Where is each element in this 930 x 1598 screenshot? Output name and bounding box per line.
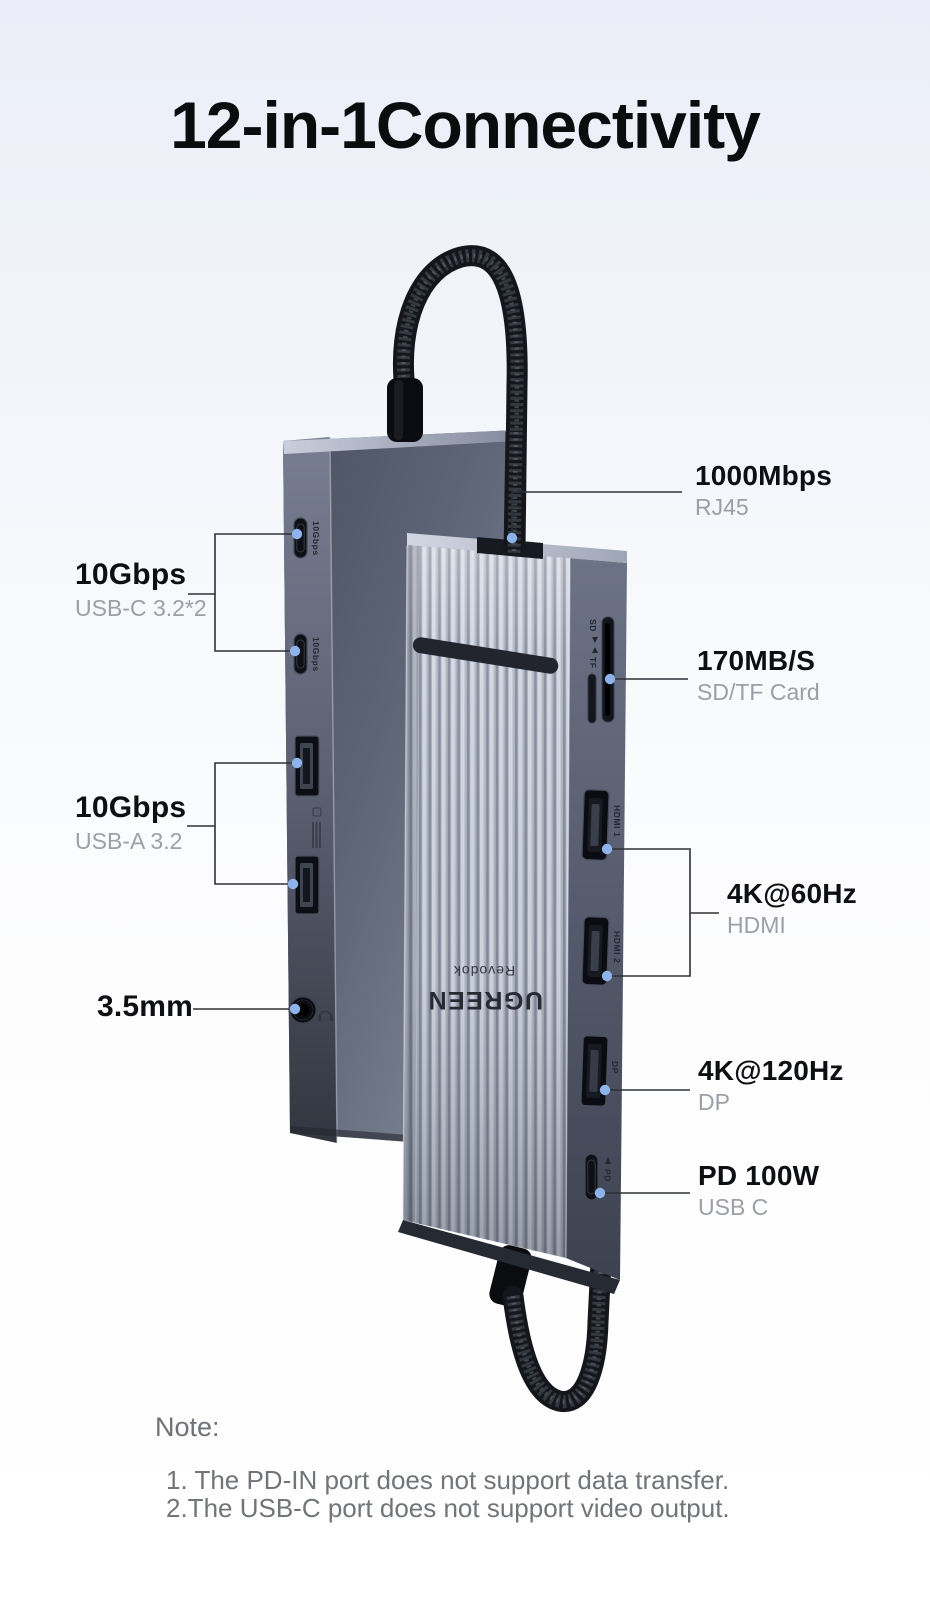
callout-usb-c-subtitle: USB-C 3.2*2	[75, 595, 207, 621]
callout-audio: 3.5mm	[97, 992, 193, 1022]
hub-front-device: Revodok UGREEN SD TF HD	[398, 533, 627, 1294]
leader-usb-c	[214, 533, 297, 652]
pd-arrow-icon	[605, 1157, 611, 1164]
callout-dp: 4K@120Hz DP	[698, 1057, 844, 1114]
callout-pd-subtitle: USB C	[698, 1194, 769, 1220]
usb-c-port-2: 10Gbps	[293, 633, 321, 675]
usb-a-port-2	[294, 855, 320, 915]
callout-rj45-title: 1000Mbps	[695, 460, 832, 491]
usb-cable-bottom	[489, 1245, 612, 1412]
hdmi-1-marking: HDMI 1	[612, 805, 622, 837]
brand-name: UGREEN	[427, 986, 543, 1014]
pd-marking: PD	[603, 1169, 613, 1182]
dot-card	[604, 673, 616, 685]
callout-usb-a: 10Gbps USB-A 3.2	[75, 793, 186, 853]
tf-arrow-icon	[592, 647, 598, 653]
dot-dp	[599, 1084, 611, 1096]
note-item-1: 1. The PD-IN port does not support data …	[166, 1465, 730, 1495]
callout-audio-title: 3.5mm	[97, 990, 194, 1023]
sd-card-slot: SD	[588, 616, 615, 723]
headphone-icon	[318, 1010, 333, 1021]
callout-hdmi-subtitle: HDMI	[727, 912, 786, 938]
dot-usb-a-2	[287, 878, 299, 890]
usb-c-1-marking: 10Gbps	[311, 521, 321, 556]
dot-hdmi-2	[601, 970, 613, 982]
callout-usb-a-title: 10Gbps	[75, 791, 187, 824]
dot-usb-a-1	[291, 757, 303, 769]
hdmi-port-1: HDMI 1	[581, 789, 622, 861]
usb-ss-marking	[312, 807, 322, 848]
dot-hdmi-1	[601, 843, 613, 855]
usb-a-port-1	[294, 735, 320, 797]
leader-usb-a	[214, 762, 297, 885]
tf-marking: TF	[588, 657, 598, 669]
leader-dots	[287, 528, 616, 1199]
hdmi-port-2: HDMI 2	[581, 916, 622, 986]
dot-pd	[594, 1187, 606, 1199]
dot-usb-c-2	[289, 645, 301, 657]
sd-arrow-icon	[592, 637, 598, 643]
dot-audio	[289, 1003, 301, 1015]
pd-port: PD	[584, 1153, 613, 1201]
tf-card-slot: TF	[587, 647, 598, 724]
leader-rj45	[511, 491, 682, 538]
front-slot	[412, 637, 559, 674]
callout-rj45: 1000Mbps RJ45	[695, 462, 832, 519]
callout-card-title: 170MB/S	[697, 645, 816, 676]
dot-rj45	[506, 532, 518, 544]
cable-strain-relief-top	[387, 378, 423, 442]
callout-rj45-subtitle: RJ45	[695, 494, 749, 520]
usb-cable-top	[387, 245, 528, 561]
dot-usb-c-1	[291, 528, 303, 540]
callout-usb-c: 10Gbps USB-C 3.2*2	[75, 560, 207, 620]
brand-series: Revodok	[453, 963, 515, 979]
leader-lines	[187, 491, 719, 1194]
callout-pd: PD 100W USB C	[698, 1162, 819, 1219]
page-title: 12-in-1Connectivity	[170, 88, 761, 162]
callout-dp-subtitle: DP	[698, 1089, 730, 1115]
callout-hdmi: 4K@60Hz HDMI	[727, 880, 857, 937]
callout-card: 170MB/S SD/TF Card	[697, 647, 820, 704]
callout-dp-title: 4K@120Hz	[698, 1055, 844, 1086]
note-item-2: 2.The USB-C port does not support video …	[166, 1492, 730, 1523]
dp-marking: DP	[610, 1061, 620, 1074]
note-block: Note: 1. The PD-IN port does not support…	[155, 1414, 730, 1522]
hdmi-2-marking: HDMI 2	[612, 931, 622, 963]
audio-jack-port	[288, 995, 333, 1025]
usb-c-2-marking: 10Gbps	[311, 637, 321, 672]
callout-card-subtitle: SD/TF Card	[697, 679, 820, 705]
callout-hdmi-title: 4K@60Hz	[727, 878, 857, 909]
callout-usb-c-title: 10Gbps	[75, 558, 187, 591]
callout-usb-a-subtitle: USB-A 3.2	[75, 828, 183, 854]
note-heading: Note:	[155, 1412, 220, 1442]
sd-marking: SD	[588, 619, 598, 632]
callout-pd-title: PD 100W	[698, 1160, 820, 1191]
